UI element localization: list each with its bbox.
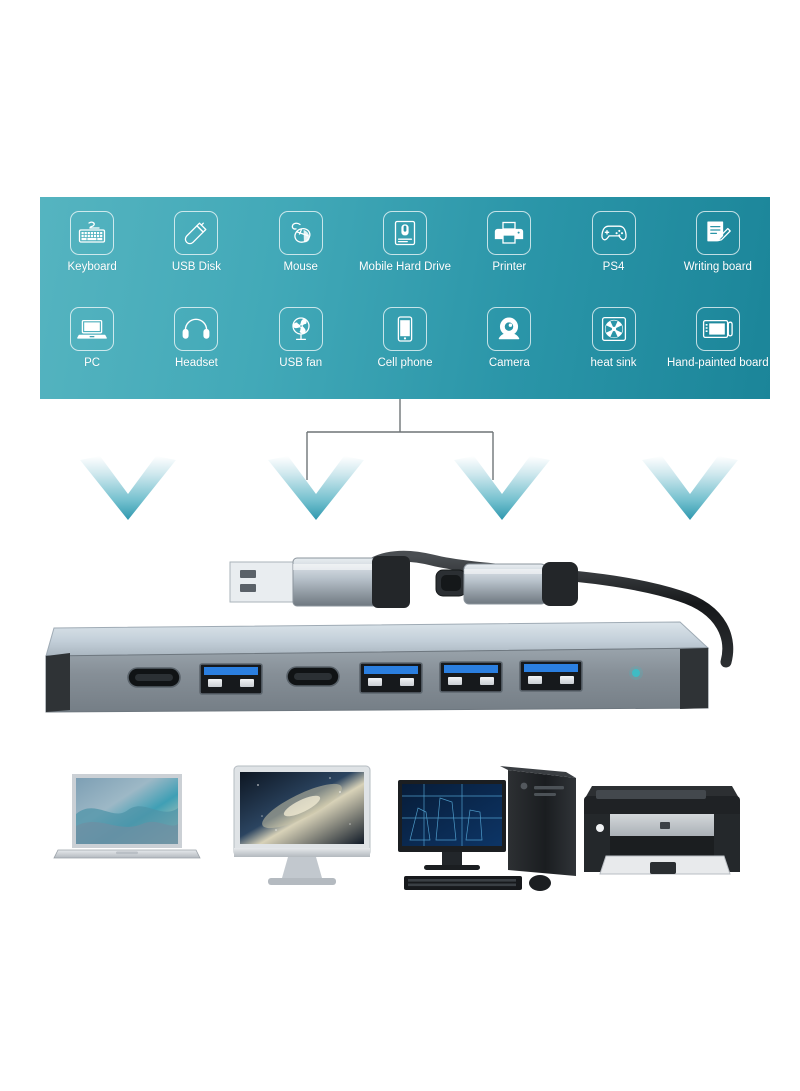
compat-item-usb-disk: USB Disk bbox=[144, 211, 248, 274]
hub-right-endcap bbox=[680, 648, 708, 709]
compat-item-ps4: PS4 bbox=[561, 211, 665, 274]
device-desktop-pc bbox=[398, 766, 576, 891]
compatibility-row-2: PC Headset bbox=[40, 307, 770, 370]
webcam-icon bbox=[487, 307, 532, 351]
mouse-icon bbox=[278, 211, 323, 255]
compat-label: Printer bbox=[492, 261, 527, 273]
laptop-icon bbox=[70, 307, 115, 351]
compat-label: Mouse bbox=[283, 261, 318, 273]
compat-label: Hand-painted board bbox=[666, 357, 769, 369]
port-usb-a-3 bbox=[439, 661, 503, 693]
writing-board-icon bbox=[695, 211, 740, 255]
device-all-in-one bbox=[233, 765, 371, 885]
compat-label: Headset bbox=[175, 357, 218, 369]
usb-c-adapter-connector bbox=[435, 562, 578, 606]
compatibility-banner: Keyboard USB Disk bbox=[40, 197, 770, 399]
chevron-down-icon bbox=[454, 456, 550, 520]
cooling-fan-icon bbox=[591, 307, 636, 351]
device-laptop bbox=[53, 774, 201, 859]
compat-item-keyboard: Keyboard bbox=[40, 211, 144, 274]
gamepad-icon bbox=[591, 211, 636, 255]
compat-item-pc: PC bbox=[40, 307, 144, 370]
headset-icon bbox=[174, 307, 219, 351]
compat-label: Cell phone bbox=[377, 357, 433, 369]
compat-label: PC bbox=[84, 357, 101, 369]
compat-item-hand-painted-board: Hand-painted board bbox=[666, 307, 770, 370]
compat-item-writing-board: Writing board bbox=[666, 211, 770, 274]
compat-item-mouse: Mouse bbox=[249, 211, 353, 274]
compat-label: PS4 bbox=[602, 261, 625, 273]
drawing-tablet-icon bbox=[695, 307, 740, 351]
port-usb-c-2 bbox=[286, 666, 340, 687]
supported-devices-row bbox=[53, 765, 740, 891]
cell-phone-icon bbox=[382, 307, 427, 351]
compat-item-printer: Printer bbox=[457, 211, 561, 274]
compat-label: USB fan bbox=[279, 357, 323, 369]
usb-a-male-connector bbox=[229, 556, 410, 608]
printer-icon bbox=[487, 211, 532, 255]
hub-left-endcap bbox=[46, 653, 70, 712]
chevron-down-icon bbox=[642, 456, 738, 520]
compat-item-mobile-hard-drive: Mobile Hard Drive bbox=[353, 211, 457, 274]
compat-label: heat sink bbox=[590, 357, 637, 369]
usb-fan-icon bbox=[278, 307, 323, 351]
compat-item-usb-fan: USB fan bbox=[249, 307, 353, 370]
bracket-connector bbox=[306, 399, 494, 480]
compatibility-row-1: Keyboard USB Disk bbox=[40, 211, 770, 274]
keyboard-icon bbox=[70, 211, 115, 255]
compat-label: USB Disk bbox=[171, 261, 222, 273]
compat-label: Keyboard bbox=[67, 261, 117, 273]
port-usb-a-1 bbox=[199, 663, 263, 695]
device-laser-printer bbox=[584, 786, 740, 875]
compat-item-heat-sink: heat sink bbox=[561, 307, 665, 370]
external-hard-drive-icon bbox=[382, 211, 427, 255]
compat-label: Mobile Hard Drive bbox=[358, 261, 451, 273]
compat-item-camera: Camera bbox=[457, 307, 561, 370]
compat-item-cell-phone: Cell phone bbox=[353, 307, 457, 370]
compat-label: Camera bbox=[488, 357, 530, 369]
chevron-down-icon bbox=[268, 456, 364, 520]
port-usb-c-1 bbox=[127, 667, 181, 688]
usb-flash-drive-icon bbox=[174, 211, 219, 255]
usb-hub-product bbox=[45, 550, 734, 713]
led-indicator bbox=[632, 669, 640, 677]
port-usb-a-4 bbox=[519, 660, 583, 692]
port-usb-a-2 bbox=[359, 662, 423, 694]
plug-collar bbox=[372, 556, 410, 608]
chevron-down-icon bbox=[80, 456, 176, 520]
adapter-collar bbox=[542, 562, 578, 606]
compat-item-headset: Headset bbox=[144, 307, 248, 370]
compat-label: Writing board bbox=[683, 261, 752, 273]
